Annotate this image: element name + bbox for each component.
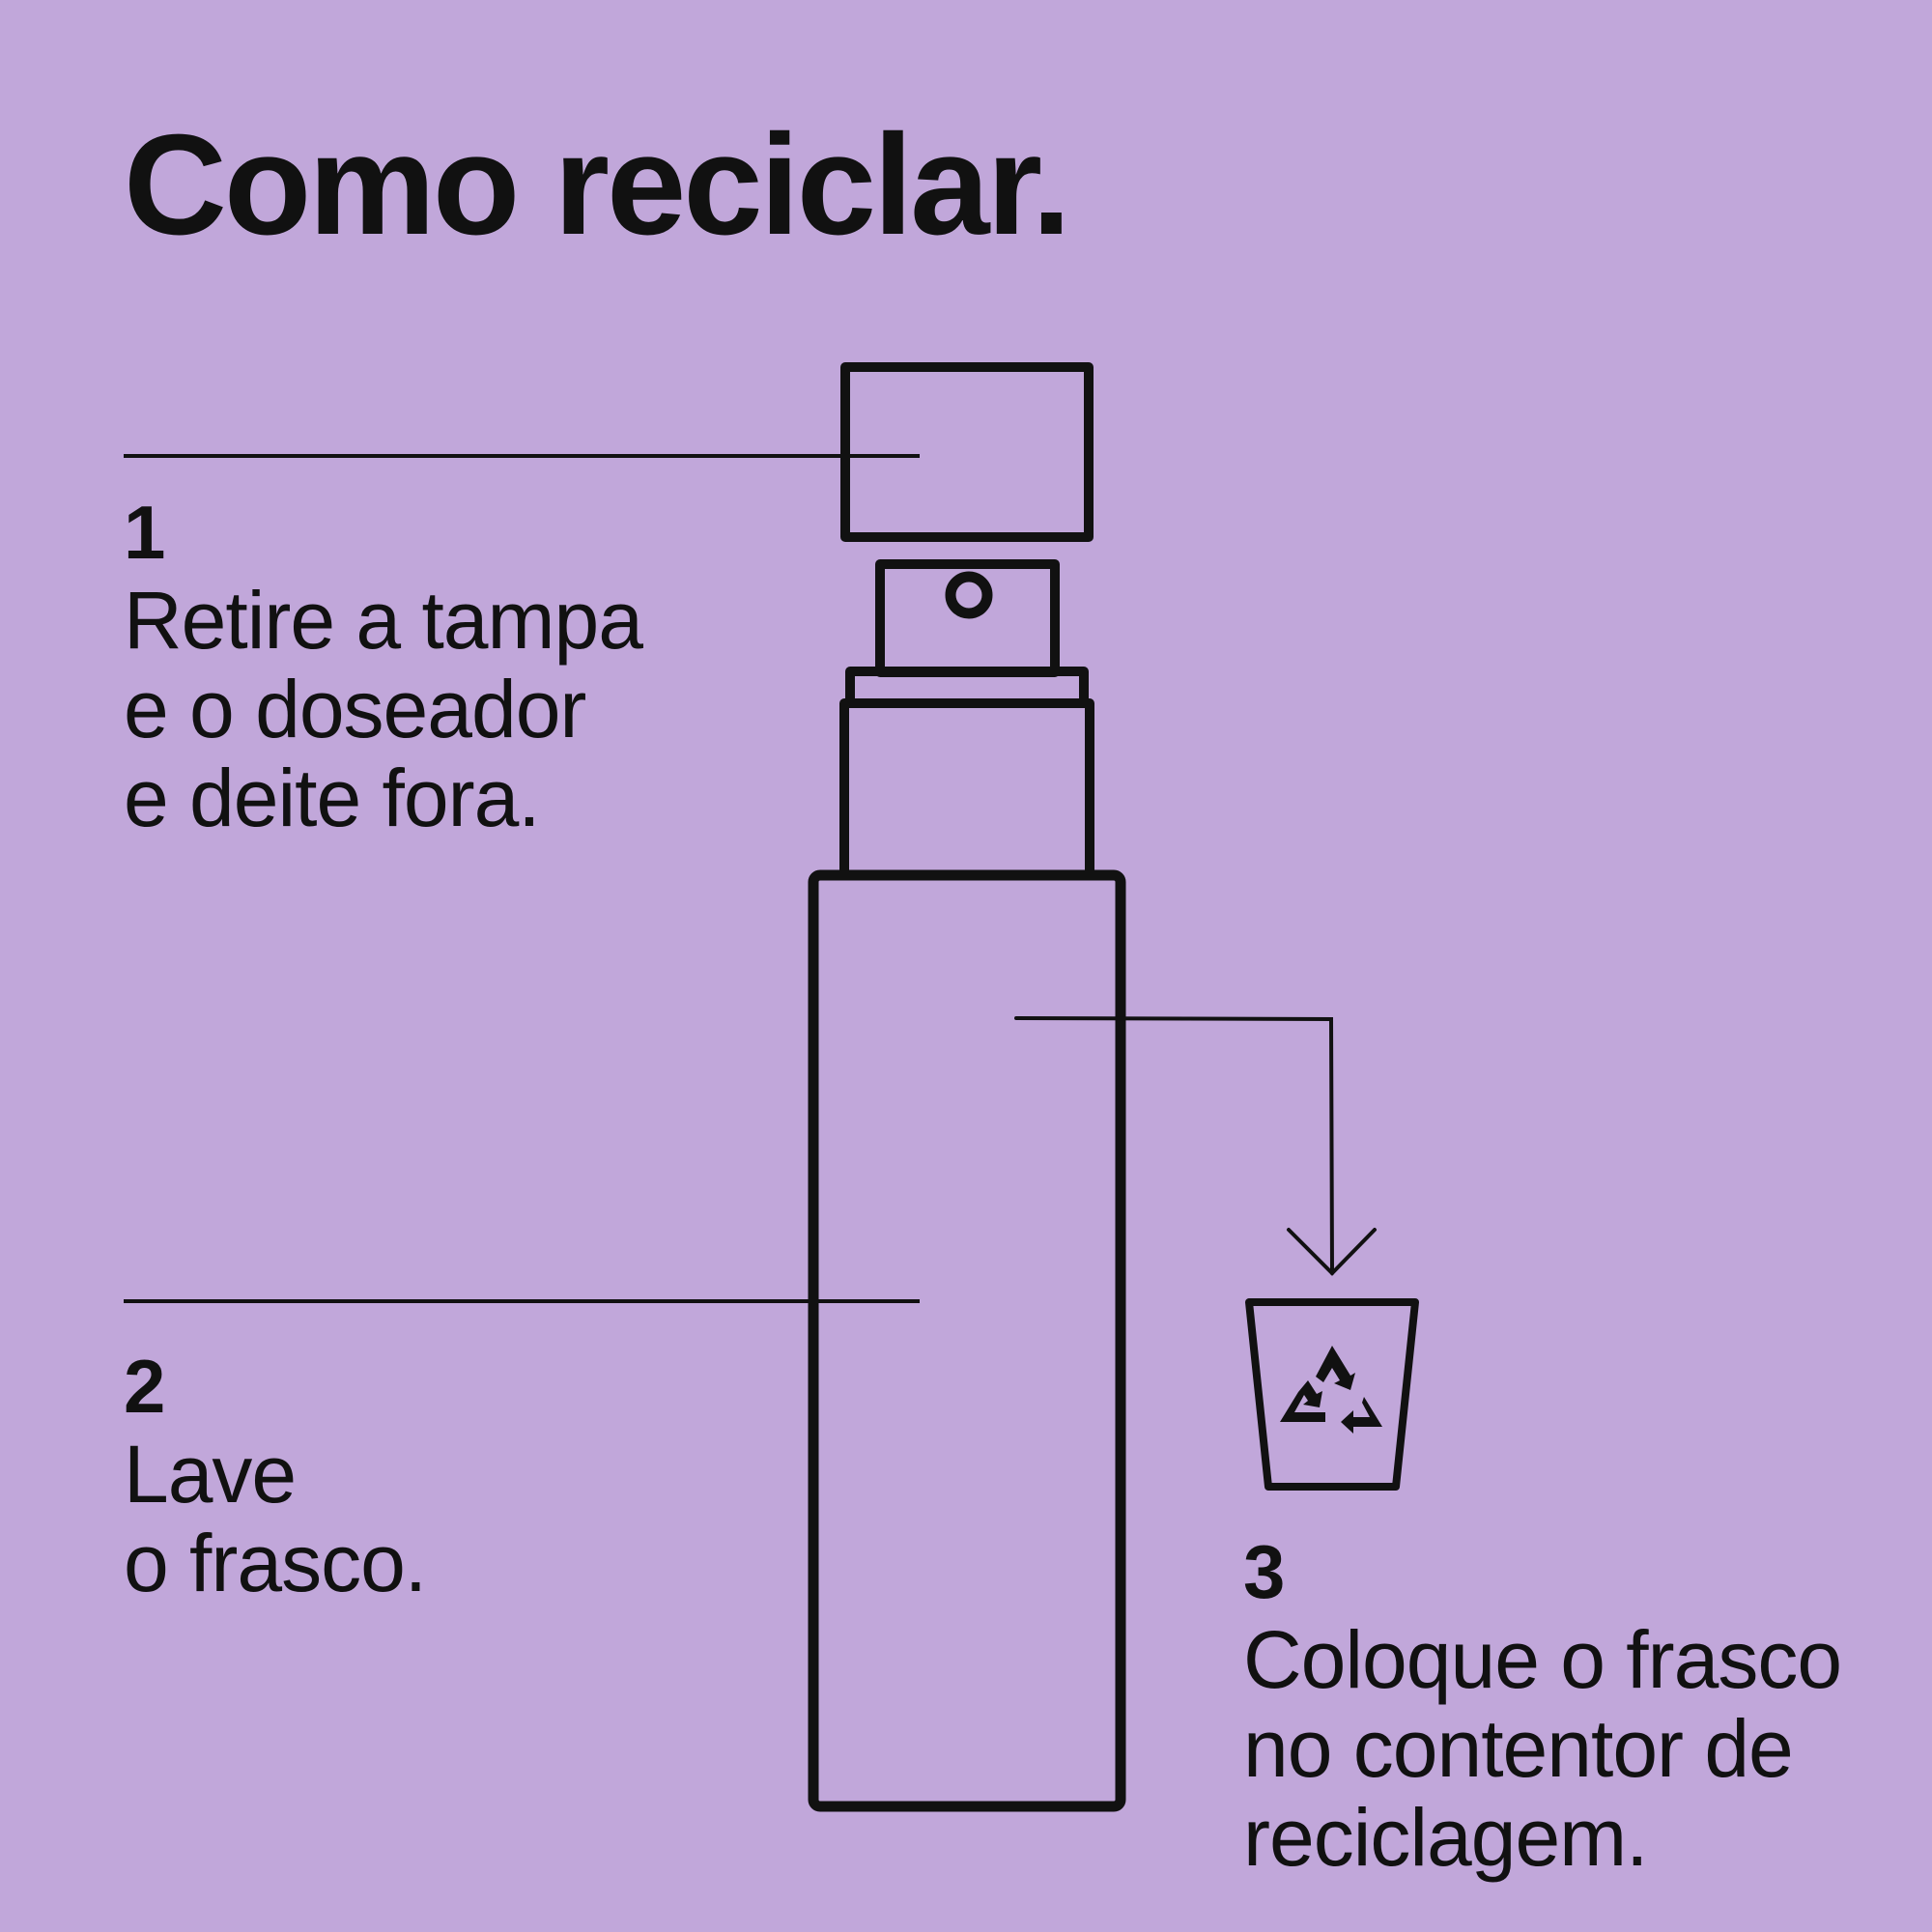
step-1-line-2: e o doseador — [124, 664, 586, 754]
step-3-line-3: reciclagem. — [1243, 1792, 1648, 1883]
recycle-arrows-icon — [1280, 1346, 1382, 1434]
step-1: 1 Retire a tampa e o doseador e deite fo… — [124, 490, 643, 843]
step-1-line-3: e deite fora. — [124, 753, 541, 843]
recycling-bin-icon — [1245, 1298, 1419, 1491]
step-3-line-1: Coloque o frasco — [1243, 1614, 1842, 1705]
step-2: 2 Lave o frasco. — [124, 1344, 427, 1608]
step-2-line-1: Lave — [124, 1429, 297, 1520]
step-3-number: 3 — [1243, 1529, 1286, 1614]
down-arrow-icon — [1014, 1016, 1377, 1276]
step-2-number: 2 — [124, 1344, 166, 1429]
step-2-line-2: o frasco. — [124, 1518, 427, 1608]
step-3-line-2: no contentor de — [1243, 1703, 1794, 1794]
step-1-line-1: Retire a tampa — [124, 575, 643, 666]
step-1-number: 1 — [124, 490, 166, 575]
bottle-cap — [840, 362, 1094, 542]
pump-nozzle — [945, 571, 993, 619]
bottle-neck — [839, 698, 1094, 880]
step-3: 3 Coloque o frasco no contentor de recic… — [1243, 1529, 1842, 1883]
bottle-body — [808, 869, 1126, 1812]
page-title: Como reciclar. — [124, 105, 1071, 265]
